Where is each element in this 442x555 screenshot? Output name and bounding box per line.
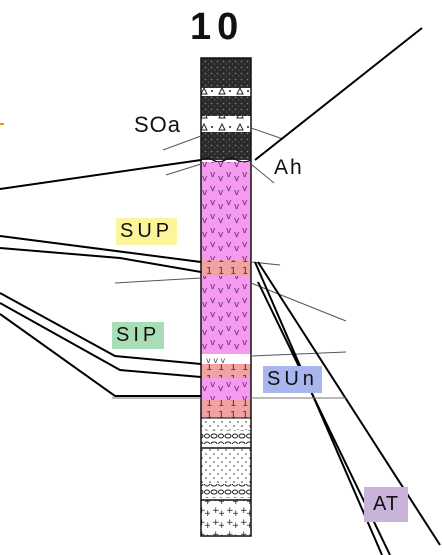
column-outline (200, 57, 252, 537)
layer-pumice-sip (201, 276, 251, 354)
soa-label: SOa (134, 112, 182, 137)
layer-ash-3 (201, 400, 251, 418)
layer-pumice-sun (201, 378, 251, 400)
layer-breccia-1 (201, 88, 251, 96)
correlation-line-sip-2 (0, 302, 202, 378)
layer-ash-1 (201, 260, 251, 276)
unconformity-wave (200, 157, 252, 163)
sip-tag: SIP (112, 322, 165, 349)
correlation-line-sip-1 (0, 292, 202, 365)
correlation-lines (0, 27, 441, 555)
layer-soil-ah (201, 132, 251, 160)
ah-label: Ah (274, 156, 304, 179)
correlation-line-sun (0, 313, 201, 397)
layer-bedrock (201, 500, 251, 536)
correlation-line-ah-right (254, 27, 423, 161)
layer-pumice-white-marks: v v v (206, 356, 226, 365)
column-number: 10 (190, 6, 245, 48)
layer-gravel-2 (201, 484, 251, 498)
layer-gravel-1b (201, 430, 251, 444)
layer-pumice-white (201, 354, 251, 364)
layer-pumice-sup (201, 162, 251, 260)
layer-soil-2 (201, 96, 251, 116)
layer-sand (201, 448, 251, 484)
correlation-line-ah-left (0, 159, 202, 190)
column-layers: v v v (200, 57, 252, 537)
layer-top-soil (201, 58, 251, 88)
at-tag: AT (364, 487, 409, 522)
correlation-line-sup-1 (0, 235, 202, 263)
correlation-line-sup-2 (0, 247, 202, 273)
sun-tag: SUn (263, 366, 322, 393)
sup-tag: SUP (116, 218, 178, 245)
layer-breccia-soa (201, 116, 251, 132)
layer-ash-2 (201, 364, 251, 378)
correlation-line-at-3 (257, 261, 441, 546)
